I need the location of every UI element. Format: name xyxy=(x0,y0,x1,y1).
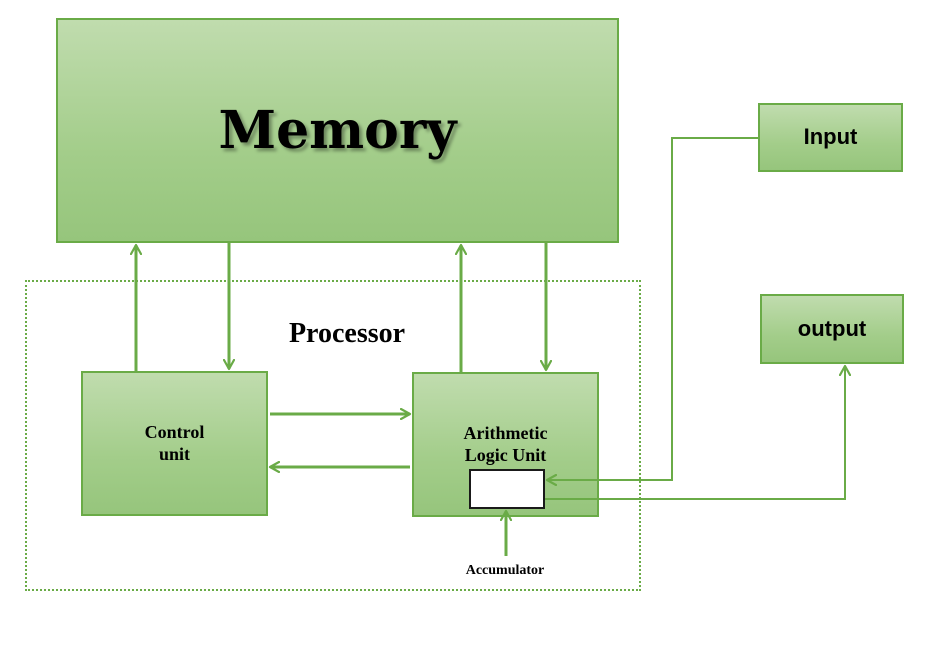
control-unit-label: Control unit xyxy=(81,421,268,465)
control-unit-label-line1: Control xyxy=(144,422,205,442)
control-unit-block xyxy=(81,371,268,516)
processor-title: Processor xyxy=(288,318,406,349)
alu-label: Arithmetic Logic Unit xyxy=(412,422,599,466)
alu-label-line1: Arithmetic xyxy=(463,423,548,443)
memory-title: Memory xyxy=(218,100,457,161)
output-block xyxy=(760,294,904,364)
memory-block xyxy=(56,18,619,243)
input-block xyxy=(758,103,903,172)
input-label: Input xyxy=(803,124,858,149)
accumulator-label: Accumulator xyxy=(465,563,545,578)
control-unit-label-line2: unit xyxy=(158,444,191,464)
alu-label-line2: Logic Unit xyxy=(464,445,547,465)
accumulator-register xyxy=(469,469,545,509)
output-label: output xyxy=(797,316,867,341)
